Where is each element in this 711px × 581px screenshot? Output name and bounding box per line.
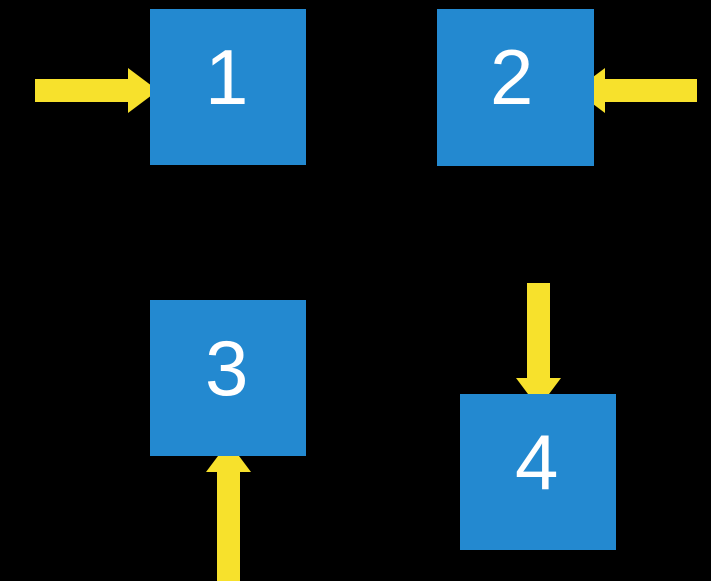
node-box-1[interactable] (150, 9, 306, 165)
node-box-3[interactable] (150, 300, 306, 456)
node-label-2: 2 (490, 33, 534, 121)
node-box-4[interactable] (460, 394, 616, 550)
node-label-4: 4 (515, 418, 559, 506)
arrow-up-icon (206, 442, 251, 581)
node-box-2[interactable] (437, 9, 594, 166)
arrow-left-icon (575, 68, 697, 113)
arrow-up-into-box-3 (206, 442, 251, 581)
arrow-right-icon (35, 68, 158, 113)
arrow-right-into-box-1 (35, 68, 158, 113)
node-label-3: 3 (205, 324, 249, 412)
arrow-down-icon (516, 283, 561, 408)
node-label-1: 1 (205, 33, 249, 121)
arrow-down-into-box-4 (516, 283, 561, 408)
arrow-left-into-box-2 (575, 68, 697, 113)
